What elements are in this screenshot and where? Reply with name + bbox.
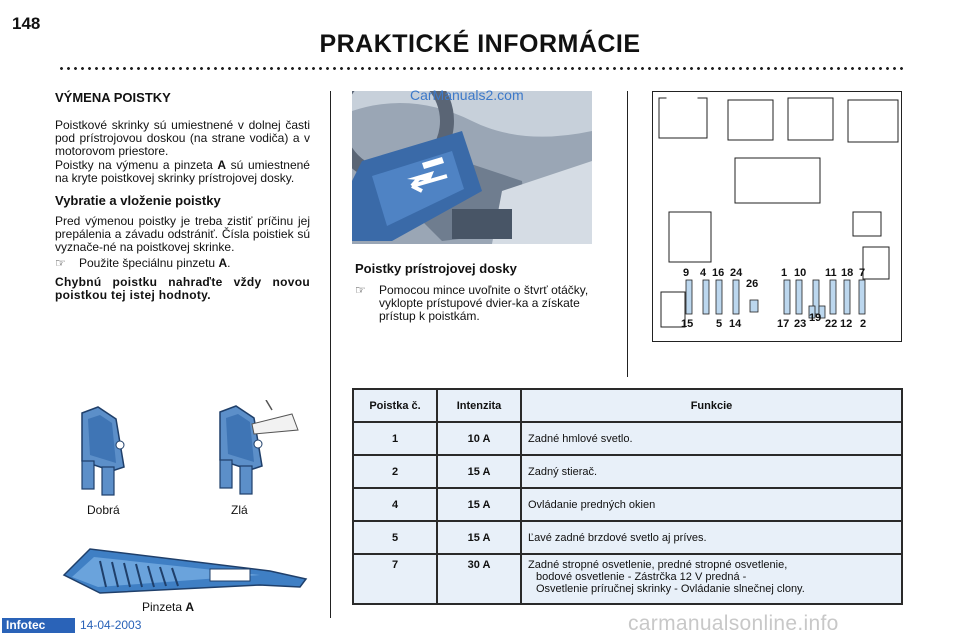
fuse-number: 23 bbox=[794, 318, 807, 330]
fuse-number: 4 bbox=[700, 267, 707, 279]
fuse-number-cell: 1 bbox=[352, 421, 438, 456]
fuse-number: 16 bbox=[712, 267, 725, 279]
table-row: 5 15 A Ľavé zadné brzdové svetlo aj prív… bbox=[352, 520, 903, 555]
fuse-number: 22 bbox=[825, 318, 838, 330]
tweezers-illustration bbox=[62, 548, 308, 594]
table-row: 7 30 A Zadné stropné osvetlenie, predné … bbox=[352, 553, 903, 605]
subheading-replace: Vybratie a vloženie poistky bbox=[55, 193, 221, 208]
amperage-cell: 10 A bbox=[436, 421, 522, 456]
fuse-number: 26 bbox=[746, 278, 759, 290]
bullet-tweezers: ☞ Použite špeciálnu pinzetu A. bbox=[55, 257, 310, 270]
subheading-dashboard-fuses: Poistky prístrojovej dosky bbox=[355, 261, 517, 276]
column-header: Funkcie bbox=[520, 388, 903, 423]
fuse-number-cell: 5 bbox=[352, 520, 438, 555]
function-line: bodové osvetlenie - Zástrčka 12 V predná… bbox=[536, 571, 747, 583]
text: Poistky na výmenu a pinzeta bbox=[55, 158, 218, 172]
fuse-number-cell: 2 bbox=[352, 454, 438, 489]
good-fuse-label: Dobrá bbox=[87, 503, 120, 517]
function-cell: Zadné hmlové svetlo. bbox=[520, 421, 903, 456]
pointing-hand-icon: ☞ bbox=[55, 256, 66, 270]
section-heading: VÝMENA POISTKY bbox=[55, 90, 171, 105]
table-row: 2 15 A Zadný stierač. bbox=[352, 454, 903, 489]
fuse-number: 19 bbox=[809, 312, 822, 324]
fuse-number: 1 bbox=[781, 267, 788, 279]
dotted-divider bbox=[58, 66, 904, 71]
table-row: 4 15 A Ovládanie predných okien bbox=[352, 487, 903, 522]
tweezers-ref: A bbox=[217, 158, 227, 172]
function-line: Zadné stropné osvetlenie, predné stropné… bbox=[528, 559, 788, 571]
footer-date: 14-04-2003 bbox=[80, 618, 142, 632]
paragraph-cause: Pred výmenou poistky je treba zistiť prí… bbox=[55, 214, 310, 254]
page-number: 148 bbox=[12, 14, 41, 33]
column-header: Intenzita bbox=[436, 388, 522, 423]
paragraph-location: Poistkové skrinky sú umiestnené v dolnej… bbox=[55, 118, 310, 158]
table-header-row: Poistka č. Intenzita Funkcie bbox=[352, 388, 903, 423]
function-line: Osvetlenie príručnej skrinky - Ovládanie… bbox=[536, 583, 805, 595]
fuse-number: 24 bbox=[730, 267, 743, 279]
bullet-text: Použite špeciálnu pinzetu A. bbox=[79, 256, 231, 270]
amperage-cell: 15 A bbox=[436, 520, 522, 555]
column-divider bbox=[330, 91, 331, 618]
text: sú umiestnené na kryte poistkovej skrink… bbox=[55, 158, 310, 185]
infotec-logo: Infotec bbox=[2, 618, 75, 633]
dashboard-photo bbox=[352, 91, 592, 244]
blown-fuse-illustration bbox=[219, 400, 299, 495]
amperage-cell: 30 A bbox=[436, 553, 522, 605]
fuse-number: 17 bbox=[777, 318, 790, 330]
fuse-number: 2 bbox=[860, 318, 867, 330]
fuse-number: 15 bbox=[681, 318, 694, 330]
fuse-number-cell: 4 bbox=[352, 487, 438, 522]
page-title: PRAKTICKÉ INFORMÁCIE bbox=[319, 30, 641, 58]
bullet-text: Pomocou mince uvoľnite o štvrť otáčky, v… bbox=[379, 283, 589, 323]
fuse-number: 7 bbox=[859, 267, 866, 279]
amperage-cell: 15 A bbox=[436, 487, 522, 522]
left-column: VÝMENA POISTKY Poistkové skrinky sú umie… bbox=[55, 91, 310, 303]
column-header: Poistka č. bbox=[352, 388, 438, 423]
paragraph-spares: Poistky na výmenu a pinzeta A sú umiestn… bbox=[55, 159, 310, 185]
good-fuse-illustration bbox=[81, 406, 125, 496]
fuse-box-diagram: 9 4 16 24 1 10 11 18 7 26 15 5 14 17 23 … bbox=[652, 91, 902, 342]
fuse-number-cell: 7 bbox=[352, 553, 438, 605]
blown-fuse-label: Zlá bbox=[231, 503, 248, 517]
fuse-number: 10 bbox=[794, 267, 807, 279]
fuse-table: Poistka č. Intenzita Funkcie 1 10 A Zadn… bbox=[352, 388, 903, 605]
warning-text: Chybnú poistku nahraďte vždy novou poist… bbox=[55, 275, 310, 302]
function-cell: Ľavé zadné brzdové svetlo aj príves. bbox=[520, 520, 903, 555]
amperage-cell: 15 A bbox=[436, 454, 522, 489]
function-cell: Zadný stierač. bbox=[520, 454, 903, 489]
fuse-number: 14 bbox=[729, 318, 742, 330]
fuse-number: 18 bbox=[841, 267, 854, 279]
fuse-number: 11 bbox=[825, 267, 837, 279]
fuse-box-outline bbox=[658, 92, 899, 328]
fuse-number: 9 bbox=[683, 267, 690, 279]
function-cell: Ovládanie predných okien bbox=[520, 487, 903, 522]
footer-watermark: carmanualsonline.info bbox=[628, 612, 839, 635]
table-row: 1 10 A Zadné hmlové svetlo. bbox=[352, 421, 903, 456]
watermark: CarManuals2.com bbox=[410, 87, 524, 103]
pointing-hand-icon: ☞ bbox=[355, 283, 366, 297]
middle-column: Poistky prístrojovej dosky ☞ Pomocou min… bbox=[355, 262, 610, 323]
column-divider bbox=[627, 91, 628, 377]
dashboard-illustration bbox=[352, 91, 592, 244]
fuse-number: 12 bbox=[840, 318, 853, 330]
bullet-coin: ☞ Pomocou mince uvoľnite o štvrť otáčky,… bbox=[355, 284, 610, 323]
tweezers-label: Pinzeta A bbox=[142, 600, 195, 614]
fuse-number: 5 bbox=[716, 318, 723, 330]
function-cell: Zadné stropné osvetlenie, predné stropné… bbox=[520, 553, 903, 605]
